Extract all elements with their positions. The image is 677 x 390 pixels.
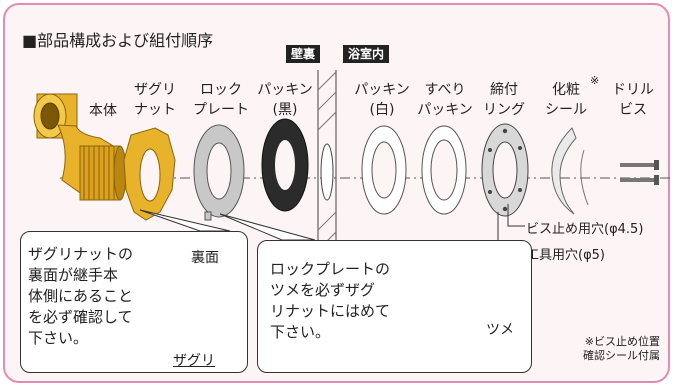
part-label-lock-plate: ロック プレート (193, 82, 249, 118)
seal-asterisk: ※ (590, 74, 600, 87)
white-packing-illustration (361, 125, 407, 215)
slide-packing-illustration (421, 125, 467, 215)
bathroom-inside-tag: 浴室内 (343, 45, 390, 63)
wall-back-tag: 壁裏 (286, 45, 321, 63)
tightening-ring-illustration (481, 123, 529, 217)
part-label-body: 本体 (89, 103, 117, 119)
zaguri-nut-illustration (123, 127, 176, 221)
fitting-body-illustration (33, 93, 127, 201)
footnote: ※ビス止め位置 確認シール付属 (583, 335, 660, 362)
decorative-seal-illustration (551, 127, 589, 215)
part-label-white-packing: パッキン (白) (354, 82, 410, 118)
drill-screws-illustration (620, 160, 659, 185)
screw-hole-leader (507, 204, 525, 227)
screw-hole-label: ビス止め用穴(φ4.5) (526, 222, 644, 237)
part-label-black-packing: パッキン (黒) (257, 82, 313, 118)
note-zaguri-text: ザグリナットの 裏面が継手本 体側にあること を必ず確認して 下さい。 (28, 245, 134, 347)
zaguri-label: ザグリ (173, 353, 215, 369)
part-label-slide-packing: すべり パッキン (417, 82, 473, 118)
note-box-lock-plate: ロックプレートの ツメを必ずザグ リナットにはめて 下さい。 ツメ (257, 240, 532, 373)
black-packing-illustration (261, 118, 309, 212)
note-box-zaguri: ザグリナットの 裏面が継手本 体側にあること を必ず確認して 下さい。 裏面 ザ… (20, 231, 248, 373)
part-label-drill-screw: ドリル ビス (612, 82, 654, 118)
wall-illustration (317, 70, 337, 263)
back-side-label: 裏面 (191, 250, 219, 266)
tool-hole-label: 工具用穴(φ5) (526, 248, 605, 263)
lock-plate-illustration (193, 124, 245, 221)
part-label-decorative-seal: 化粧 シール (545, 82, 587, 118)
part-label-tightening-ring: 締付 リング (483, 82, 525, 118)
page-title: ■部品構成および組付順序 (22, 31, 214, 50)
part-label-zaguri-nut: ザグリ ナット (134, 82, 176, 118)
note-lock-plate-text: ロックプレートの ツメを必ずザグ リナットにはめて 下さい。 (270, 260, 391, 341)
tsume-label: ツメ (486, 322, 514, 338)
